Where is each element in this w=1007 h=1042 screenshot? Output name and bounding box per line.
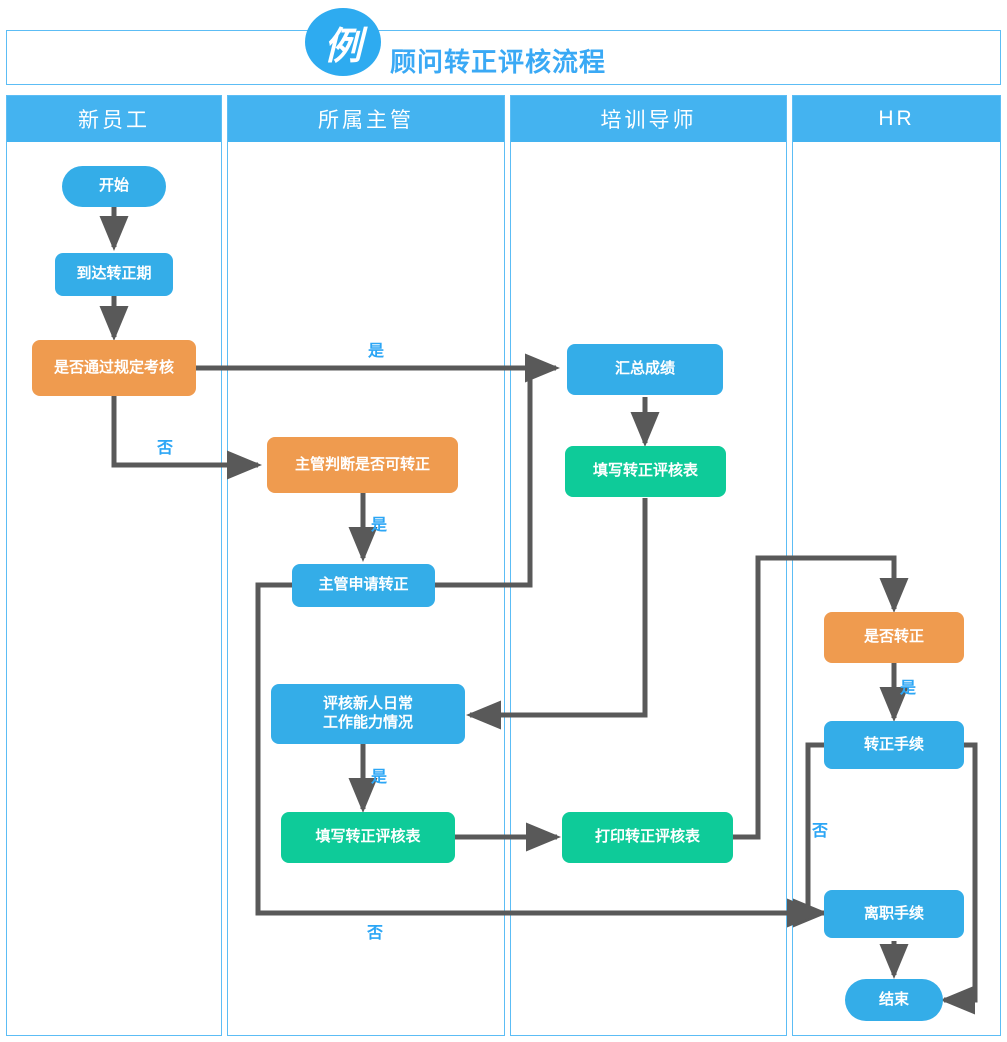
edge-label-supervisor-no: 否 [367, 925, 384, 942]
example-badge: 例 [305, 8, 381, 76]
lane-header-tutor: 培训导师 [511, 96, 786, 142]
node-pass-exam[interactable]: 是否通过规定考核 [32, 340, 196, 396]
node-fill-form-tutor[interactable]: 填写转正评核表 [565, 446, 726, 497]
node-end[interactable]: 结束 [845, 979, 943, 1021]
edge-label-judge-yes: 是 [371, 517, 388, 534]
node-is-regular[interactable]: 是否转正 [824, 612, 964, 663]
title-bar [6, 30, 1001, 85]
node-regularization-process[interactable]: 转正手续 [824, 721, 964, 769]
node-fill-form-supervisor[interactable]: 填写转正评核表 [281, 812, 455, 863]
edge-label-hr-no: 否 [812, 823, 829, 840]
node-print-form[interactable]: 打印转正评核表 [562, 812, 733, 863]
lane-header-hr: HR [793, 96, 1000, 142]
node-supervisor-apply[interactable]: 主管申请转正 [292, 564, 435, 607]
edge-label-eval-yes: 是 [371, 769, 388, 786]
edge-label-hr-yes: 是 [900, 680, 917, 697]
node-evaluate-daily-work-line1: 评核新人日常 [322, 695, 413, 713]
lane-tutor: 培训导师 [510, 95, 787, 1036]
node-start[interactable]: 开始 [62, 166, 166, 207]
lane-header-new-employee: 新员工 [7, 96, 221, 142]
node-reach-period[interactable]: 到达转正期 [55, 253, 173, 296]
node-supervisor-judge[interactable]: 主管判断是否可转正 [267, 437, 458, 493]
node-summarize-scores[interactable]: 汇总成绩 [567, 344, 723, 395]
lane-header-supervisor: 所属主管 [228, 96, 504, 142]
edge-label-exam-yes: 是 [368, 343, 385, 360]
node-evaluate-daily-work[interactable]: 评核新人日常 工作能力情况 [271, 684, 465, 744]
node-resignation-process[interactable]: 离职手续 [824, 890, 964, 938]
lane-new-employee: 新员工 [6, 95, 222, 1036]
node-evaluate-daily-work-line2: 工作能力情况 [322, 714, 413, 731]
edge-label-exam-no: 否 [157, 440, 174, 457]
page-title: 顾问转正评核流程 [390, 47, 607, 77]
